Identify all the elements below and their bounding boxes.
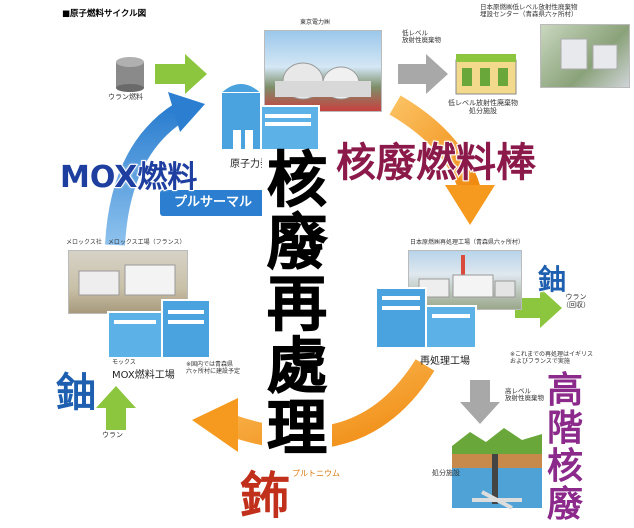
arrow-mox-to-plant bbox=[105, 103, 186, 246]
high-level-char: 核 bbox=[546, 446, 584, 487]
high-level-char: 階 bbox=[546, 408, 584, 449]
reprocess-note: ※これまでの再処理はイギリス およびフランスで実施 bbox=[510, 351, 594, 365]
uranium-barrel-icon bbox=[116, 57, 144, 92]
plant-photo-caption: 東京電力㈱ bbox=[300, 19, 331, 26]
mox-fuel-overlay: MOX燃料 bbox=[59, 159, 198, 196]
high-level-overlay: 高 階 核 廢 bbox=[540, 370, 590, 525]
high-level-char: 廢 bbox=[546, 484, 584, 525]
central-char: 廢 bbox=[267, 208, 328, 278]
arrow-head-mox bbox=[192, 398, 238, 452]
nuclear-plant-label: 原子力発電所 bbox=[230, 159, 290, 170]
reprocessing-photo-caption: 日本原燃㈱再処理工場（青森県六ヶ所村） bbox=[410, 239, 525, 246]
diagram-title: ■原子燃料サイクル図 bbox=[62, 9, 147, 19]
nuclear-plant-photo bbox=[264, 30, 382, 112]
high-level-char: 高 bbox=[546, 370, 584, 411]
central-char: 處 bbox=[267, 332, 328, 402]
plutonium-overlay: 鈽 bbox=[239, 466, 291, 526]
uranium-fuel-label: ウラン燃料 bbox=[108, 93, 143, 101]
reprocessing-overlay: 核 廢 再 處 理 bbox=[262, 146, 332, 464]
arrow-uranium-recovery bbox=[515, 288, 562, 328]
arrow-plant-to-lowlevel bbox=[398, 54, 448, 94]
reprocessing-building-icon bbox=[375, 287, 477, 349]
arrow-reprocessing-to-mox bbox=[226, 359, 435, 450]
low-level-center-photo bbox=[540, 24, 630, 88]
low-level-disposal-label: 低レベル放射性廃棄物 処分施設 bbox=[448, 99, 518, 115]
uranium-right-overlay: 鈾 bbox=[537, 262, 567, 297]
high-level-waste-label: 高レベル 放射性廃棄物 bbox=[505, 387, 544, 403]
plutonium-small-label: プルトニウム bbox=[292, 469, 340, 478]
geological-disposal-icon bbox=[452, 428, 542, 510]
spent-fuel-rods-overlay: 核廢燃料棒 bbox=[335, 139, 537, 187]
mox-plant-building-icon bbox=[107, 299, 211, 359]
mox-note: ※国内では青森県 六ヶ所村に建設予定 bbox=[186, 361, 241, 375]
low-level-center-caption: 日本原燃㈱低レベル放射性廃棄物 埋設センター（青森県六ヶ所村） bbox=[480, 3, 578, 19]
arrow-uranium-to-plant bbox=[155, 54, 207, 94]
central-char: 核 bbox=[267, 146, 328, 216]
mox-photo-caption: メロックス社 メロックス工場（フランス） bbox=[66, 239, 186, 246]
arrow-plant-to-reprocessing bbox=[389, 95, 481, 194]
mox-complex-icon bbox=[78, 264, 176, 296]
reprocessing-plant-label: 再処理工場 bbox=[420, 356, 470, 367]
pluthermal-banner: プルサーマル bbox=[160, 190, 266, 216]
mox-plant-prefix: モックス bbox=[112, 359, 136, 366]
uranium-bottom-label: ウラン bbox=[102, 431, 123, 439]
central-char: 理 bbox=[267, 394, 328, 464]
low-level-disposal-icon bbox=[455, 54, 517, 95]
uranium-recovery-label: ウラン （回収） bbox=[562, 293, 590, 309]
disposal-facility-label: 処分施設 bbox=[432, 469, 460, 477]
reactor-domes-icon bbox=[275, 62, 371, 100]
nuclear-plant-building-icon bbox=[220, 82, 320, 151]
arrow-head-reprocessing bbox=[445, 185, 495, 225]
central-char: 再 bbox=[267, 270, 328, 340]
arrow-uranium-to-mox bbox=[96, 386, 136, 430]
uranium-left-overlay: 鈾 bbox=[55, 369, 97, 417]
arrow-to-highlevel bbox=[460, 380, 500, 424]
low-level-waste-label: 低レベル 放射性廃棄物 bbox=[402, 29, 441, 45]
mox-plant-label: MOX燃料工場 bbox=[112, 370, 175, 381]
arrow-head-plant bbox=[168, 92, 205, 132]
storage-pits-icon bbox=[560, 38, 618, 70]
